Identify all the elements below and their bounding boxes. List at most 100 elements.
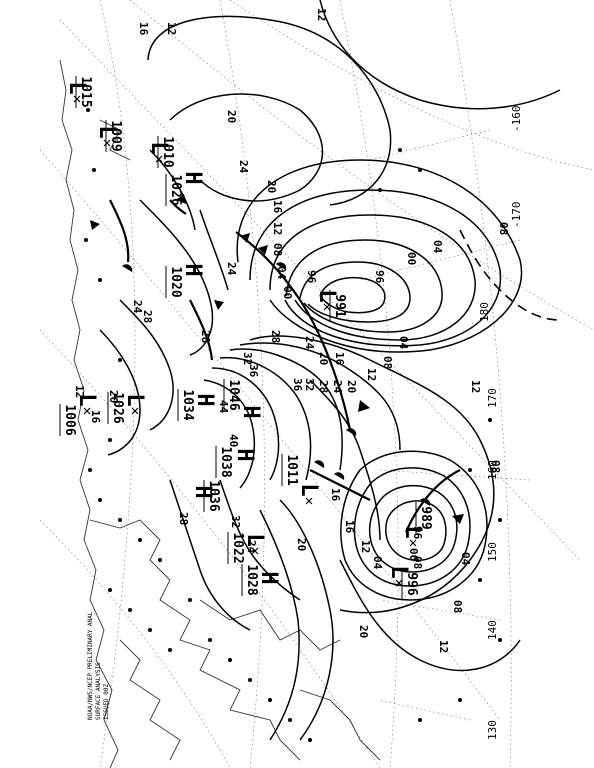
longitude-label: 150: [486, 542, 499, 562]
isobar-label: 08: [489, 460, 502, 473]
longitude-label: 170: [486, 388, 499, 408]
isobar-label: 00: [281, 286, 294, 299]
isobar-label: 24: [131, 300, 144, 314]
isobar-label: 28: [177, 512, 190, 525]
isobar-label: 04: [371, 556, 384, 570]
high-pressure-symbol: H: [256, 571, 281, 584]
center-pressure-value: 1038: [218, 446, 233, 477]
low-center-x-mark: [395, 579, 403, 587]
isobar-label: 32: [303, 378, 316, 391]
longitude-label: 180: [478, 302, 491, 322]
isobar-label: 24: [225, 262, 238, 276]
low-pressure-symbol: L: [74, 393, 99, 406]
center-pressure-value: 1009: [108, 120, 123, 151]
isobar-label: 08: [381, 356, 394, 369]
isobar-label: 08: [497, 222, 510, 235]
chart-header: NOAA/NWS/NCEP PRELIMINARY ANAL SURFACE A…: [87, 611, 110, 720]
isobar-label: 28: [269, 330, 282, 343]
isobar-label: 32: [241, 352, 254, 365]
isobar-label: 28: [141, 310, 154, 323]
isobar-label: 96: [373, 270, 386, 284]
low-pressure-symbol: L: [314, 289, 339, 302]
center-pressure-value: 1020: [168, 266, 183, 297]
center-pressure-value: 1026: [110, 392, 125, 423]
low-pressure-symbol: L: [400, 525, 425, 538]
isobar-label: 12: [271, 222, 284, 235]
center-pressure-value: 1026: [168, 174, 183, 205]
fronts: [90, 194, 464, 533]
isobar-label: 08: [411, 556, 424, 569]
low-center-x-mark: [131, 407, 139, 415]
isobar-label: 16: [271, 200, 284, 214]
high-pressure-symbol: H: [180, 171, 205, 184]
isobar-label: 12: [365, 368, 378, 381]
center-pressure-value: 991: [332, 294, 347, 318]
longitude-label: 140: [486, 620, 499, 640]
coastlines: [59, 59, 381, 768]
center-pressure-value: 1028: [244, 564, 259, 595]
low-center-x-mark: [103, 139, 111, 147]
isobar-label: 20: [345, 380, 358, 393]
isobar-label: 24: [237, 160, 250, 174]
isobar-label: 20: [265, 180, 278, 193]
low-center-x-mark: [155, 155, 163, 163]
isobar-label: 08: [271, 243, 284, 256]
isobar-label: 32: [229, 515, 242, 528]
low-pressure-symbol: L: [386, 565, 411, 578]
isobar-label: 36: [247, 364, 260, 378]
isobar-label: 16: [137, 22, 150, 36]
isobar-label: 16: [343, 520, 356, 534]
isobar-label: 16: [329, 488, 342, 502]
isobar-label: 12: [315, 8, 328, 21]
low-center-x-mark: [409, 539, 417, 547]
isobar-label: 20: [295, 538, 308, 551]
header-line-2: SURFACE ANALYSIS: [95, 662, 102, 720]
center-pressure-value: 1046: [226, 379, 241, 410]
isobar-label: 08: [451, 600, 464, 613]
low-center-x-mark: [251, 547, 259, 555]
isobar-label: 36: [291, 378, 304, 392]
isobar-label: 12: [359, 540, 372, 553]
low-center-x-mark: [323, 303, 331, 311]
isobar-label: 16: [89, 410, 102, 424]
isobar-label: 12: [165, 22, 178, 35]
low-center-x-mark: [73, 95, 81, 103]
isobar-label: 28: [317, 380, 330, 393]
pressure-center: L1009: [94, 120, 123, 152]
isobar-label: 96: [411, 526, 424, 540]
isobar-label: 16: [333, 352, 346, 366]
center-pressure-value: 1015: [78, 76, 93, 107]
high-pressure-symbol: H: [192, 393, 217, 406]
low-pressure-symbol: L: [296, 483, 321, 496]
low-center-x-mark: [83, 407, 91, 415]
isobar-label: 04: [431, 240, 444, 254]
isobar-label: 12: [73, 385, 86, 398]
isobar-label: 24: [331, 380, 344, 394]
low-center-x-mark: [305, 497, 313, 505]
isobar-label: 00: [407, 548, 420, 561]
isobars: [99, 0, 561, 741]
isobar-label: 04: [275, 266, 288, 280]
center-pressure-value: 1034: [180, 389, 195, 420]
ridge-line: [459, 229, 561, 321]
center-pressure-value: 1010: [160, 136, 175, 167]
isobar-label: 12: [469, 380, 482, 393]
isobar-label: 20: [317, 352, 330, 365]
isobar-label: 96: [305, 270, 318, 284]
longitude-label: -170: [510, 202, 523, 229]
low-pressure-symbol: L: [242, 533, 267, 546]
